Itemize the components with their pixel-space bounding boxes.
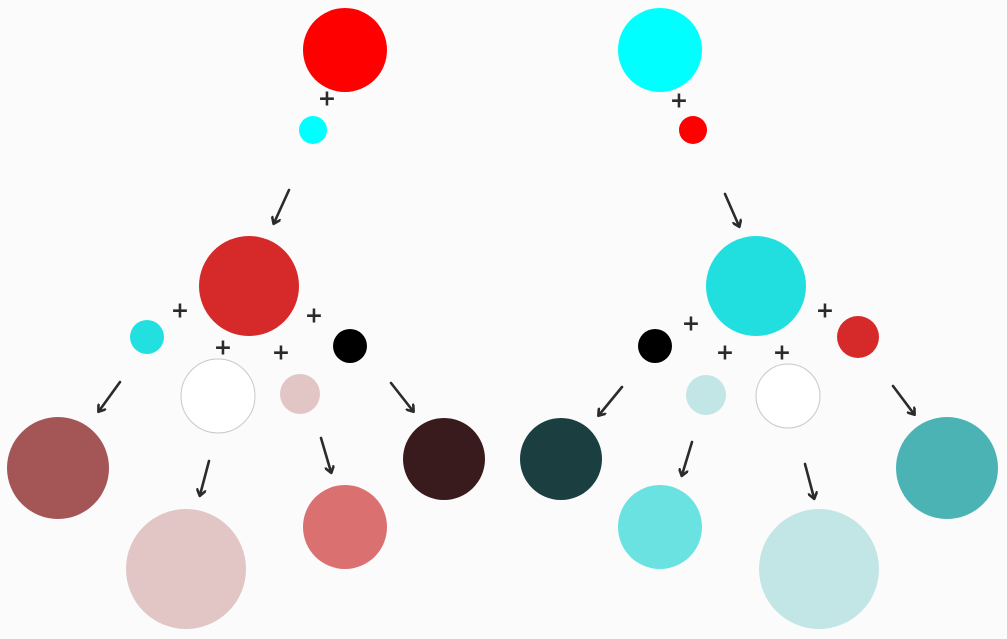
cyan-branch-light-cyan-arrow [682, 440, 694, 475]
cyan-branch-light-cyan-result-circle [618, 485, 702, 569]
cyan-branch-light-cyan-plus-sign: + [716, 341, 734, 366]
cyan-source-circle [618, 8, 702, 92]
red-branch-cyan-plus-sign: + [171, 299, 189, 324]
red-modifier-circle [299, 116, 327, 144]
cyan-branch-black-modifier-circle [638, 329, 672, 363]
red-branch-cyan-result-circle [7, 417, 109, 519]
cyan-top-arrow [723, 192, 739, 226]
cyan-branch-white-plus-sign: + [773, 341, 791, 366]
red-top-arrow [274, 188, 291, 223]
cyan-branch-light-cyan-modifier-circle [686, 375, 726, 415]
cyan-branch-red-modifier-circle [837, 316, 879, 358]
red-branch-cyan-modifier-circle [130, 320, 164, 354]
cyan-top-plus-sign: + [670, 89, 688, 114]
cyan-branch-white-modifier-circle [755, 363, 821, 429]
cyan-branch-red-arrow [891, 384, 914, 414]
cyan-branch-red-plus-sign: + [816, 299, 834, 324]
red-branch-light-pink-arrow [319, 436, 331, 472]
red-branch-black-modifier-circle [333, 329, 367, 363]
red-result-circle [199, 236, 299, 336]
red-branch-cyan-arrow [99, 380, 122, 411]
cyan-branch-black-plus-sign: + [682, 312, 700, 337]
cyan-branch-white-result-circle [759, 509, 879, 629]
cyan-branch-red-result-circle [896, 417, 998, 519]
red-branch-black-arrow [389, 381, 413, 411]
red-branch-white-arrow [200, 459, 211, 495]
cyan-modifier-circle [679, 116, 707, 144]
red-branch-white-plus-sign: + [214, 336, 232, 361]
red-branch-light-pink-result-circle [303, 485, 387, 569]
cyan-branch-black-result-circle [520, 418, 602, 500]
red-top-plus-sign: + [318, 87, 336, 112]
red-branch-black-plus-sign: + [305, 304, 323, 329]
cyan-result-circle [706, 236, 806, 336]
red-branch-black-result-circle [403, 418, 485, 500]
red-branch-light-pink-plus-sign: + [272, 341, 290, 366]
red-branch-white-result-circle [126, 509, 246, 629]
cyan-branch-black-arrow [599, 385, 624, 415]
red-source-circle [303, 8, 387, 92]
red-branch-light-pink-modifier-circle [280, 374, 320, 414]
cyan-branch-white-arrow [803, 462, 814, 498]
red-branch-white-modifier-circle [180, 358, 256, 434]
